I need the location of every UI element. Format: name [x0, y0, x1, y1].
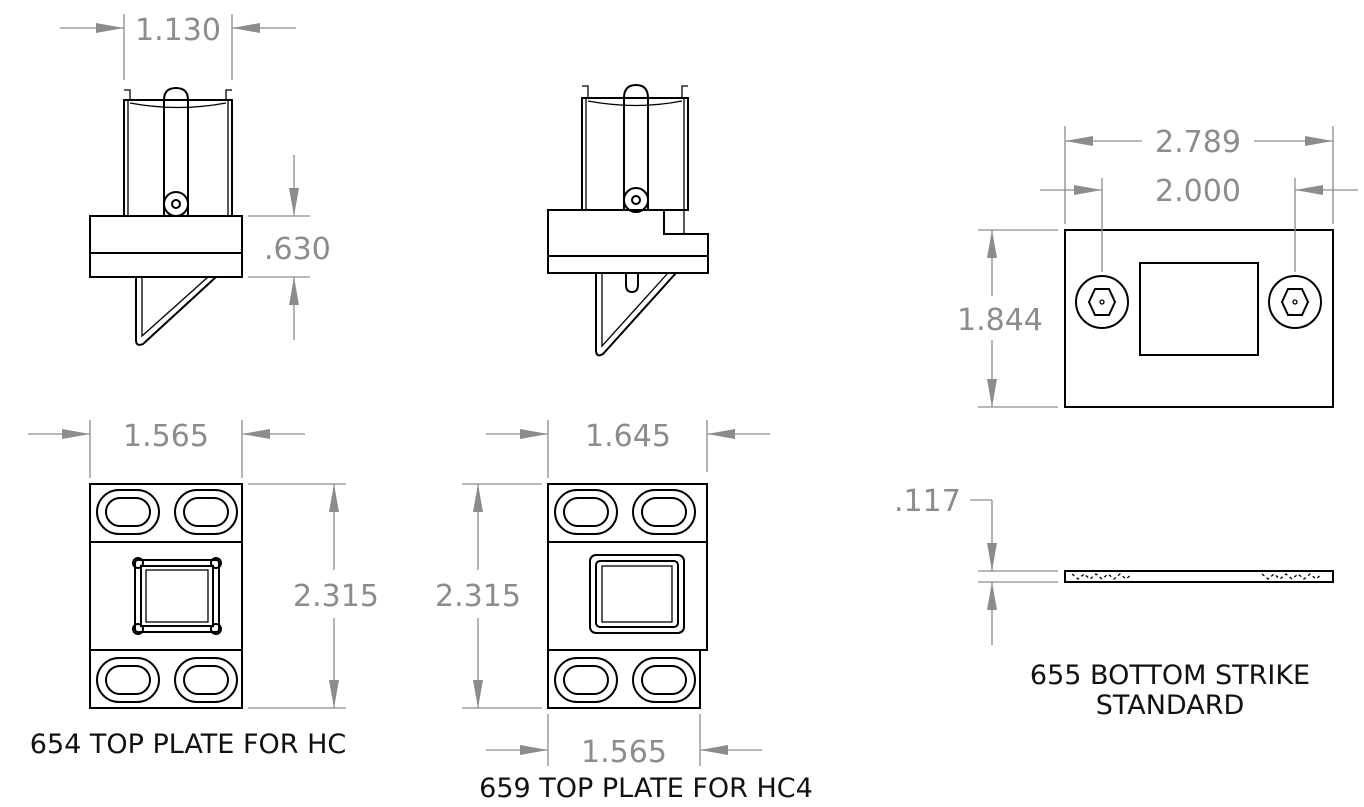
dim-strike-height: 1.844 — [957, 229, 1058, 408]
strike-top-view — [1064, 229, 1334, 408]
dim-hc-body-height: .630 — [248, 155, 331, 340]
hc4-top-plate — [547, 483, 708, 709]
strike-edge-view — [1064, 570, 1334, 583]
dim-text-hc4-lower-width: 1.565 — [581, 735, 667, 770]
hc-side-view — [89, 86, 243, 346]
dim-strike-thickness: .117 — [894, 484, 1058, 645]
dim-strike-hole-spacing: 2.000 — [1040, 174, 1358, 272]
dim-text-strike-height: 1.844 — [957, 303, 1043, 338]
dim-text-hc4-plate-height: 2.315 — [435, 579, 521, 614]
dim-hc-latch-width: 1.130 — [60, 13, 296, 80]
strike-title-line2: STANDARD — [1096, 690, 1245, 721]
dim-hc4-plate-width: 1.645 — [486, 419, 770, 478]
dim-text-hc-plate-height: 2.315 — [293, 579, 379, 614]
dim-hc-plate-height: 2.315 — [248, 483, 379, 709]
dim-text-strike-hole-spacing: 2.000 — [1155, 174, 1241, 209]
dim-text-hc4-plate-width: 1.645 — [585, 419, 671, 454]
dim-text-hc-latch-width: 1.130 — [135, 13, 221, 48]
dim-text-hc-plate-width: 1.565 — [123, 419, 209, 454]
dim-hc4-plate-height: 2.315 — [435, 483, 542, 709]
hc-title: 654 TOP PLATE FOR HC — [30, 729, 346, 760]
hc-top-plate — [89, 483, 243, 709]
dim-hc-plate-width: 1.565 — [28, 419, 305, 478]
strike-title-line1: 655 BOTTOM STRIKE — [1030, 660, 1310, 691]
dim-text-strike-thickness: .117 — [894, 484, 961, 519]
hc4-title: 659 TOP PLATE FOR HC4 — [479, 773, 813, 804]
dim-strike-overall-width: 2.789 — [1064, 125, 1334, 224]
hc4-side-view — [547, 83, 709, 357]
dim-hc4-lower-width: 1.565 — [486, 714, 762, 770]
dim-text-strike-overall-width: 2.789 — [1155, 125, 1241, 160]
dim-text-hc-body-height: .630 — [264, 232, 331, 267]
